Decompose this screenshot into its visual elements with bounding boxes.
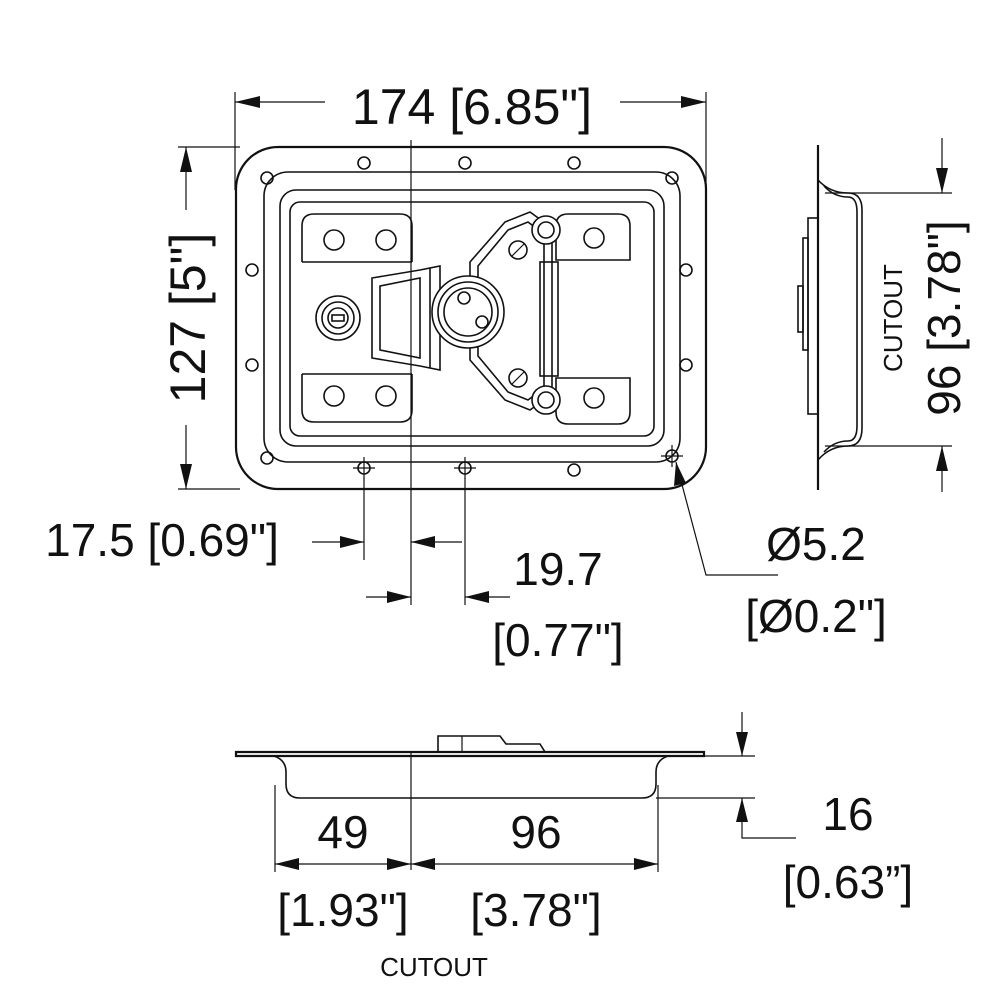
cut-right-value: 96 [510, 806, 561, 858]
latch-body [371, 265, 441, 371]
cut-right-inch: [3.78"] [470, 884, 601, 936]
cutout-bottom-label: CUTOUT [380, 952, 488, 982]
dim-hole-offsets: 17.5 [0.69"] 19.7 [0.77"] [45, 478, 624, 666]
dim-hole-diameter: Ø5.2 [Ø0.2"] [674, 461, 887, 642]
dim-height: 127 [5"] [160, 146, 240, 490]
depth-inch: [0.63”] [783, 856, 913, 908]
cutout-side-label: CUTOUT [878, 264, 908, 372]
offset-right-inch: [0.77"] [492, 614, 623, 666]
hole-dia-value: Ø5.2 [766, 518, 866, 570]
height-label: 127 [5"] [160, 233, 216, 404]
offset-left-label: 17.5 [0.69"] [45, 514, 279, 566]
offset-right-value: 19.7 [513, 543, 603, 595]
depth-value: 16 [822, 788, 873, 840]
dim-width: 174 [6.85"] [234, 79, 707, 190]
side-view: 96 [3.78"] CUTOUT [797, 138, 970, 492]
recess-floor [289, 201, 655, 437]
bottom-view: 16 [0.63”] 49 [1.93"] 96 [3.78"] CUTOUT [234, 712, 913, 982]
hole-dia-inch: [Ø0.2"] [745, 590, 887, 642]
flange-outline [234, 145, 708, 491]
cut-left-inch: [1.93"] [277, 884, 408, 936]
left-pads [301, 213, 413, 423]
width-label: 174 [6.85"] [352, 79, 592, 135]
recess-inner [279, 189, 665, 447]
recess-outer [263, 171, 681, 463]
right-pads [555, 213, 631, 425]
mounting-holes [353, 445, 683, 479]
front-view [234, 140, 708, 605]
butterfly-handle [431, 211, 561, 415]
key-lock [315, 295, 361, 341]
cut-left-value: 49 [317, 806, 368, 858]
cutout-height-label: 96 [3.78"] [918, 220, 970, 415]
flange-holes [245, 156, 693, 477]
